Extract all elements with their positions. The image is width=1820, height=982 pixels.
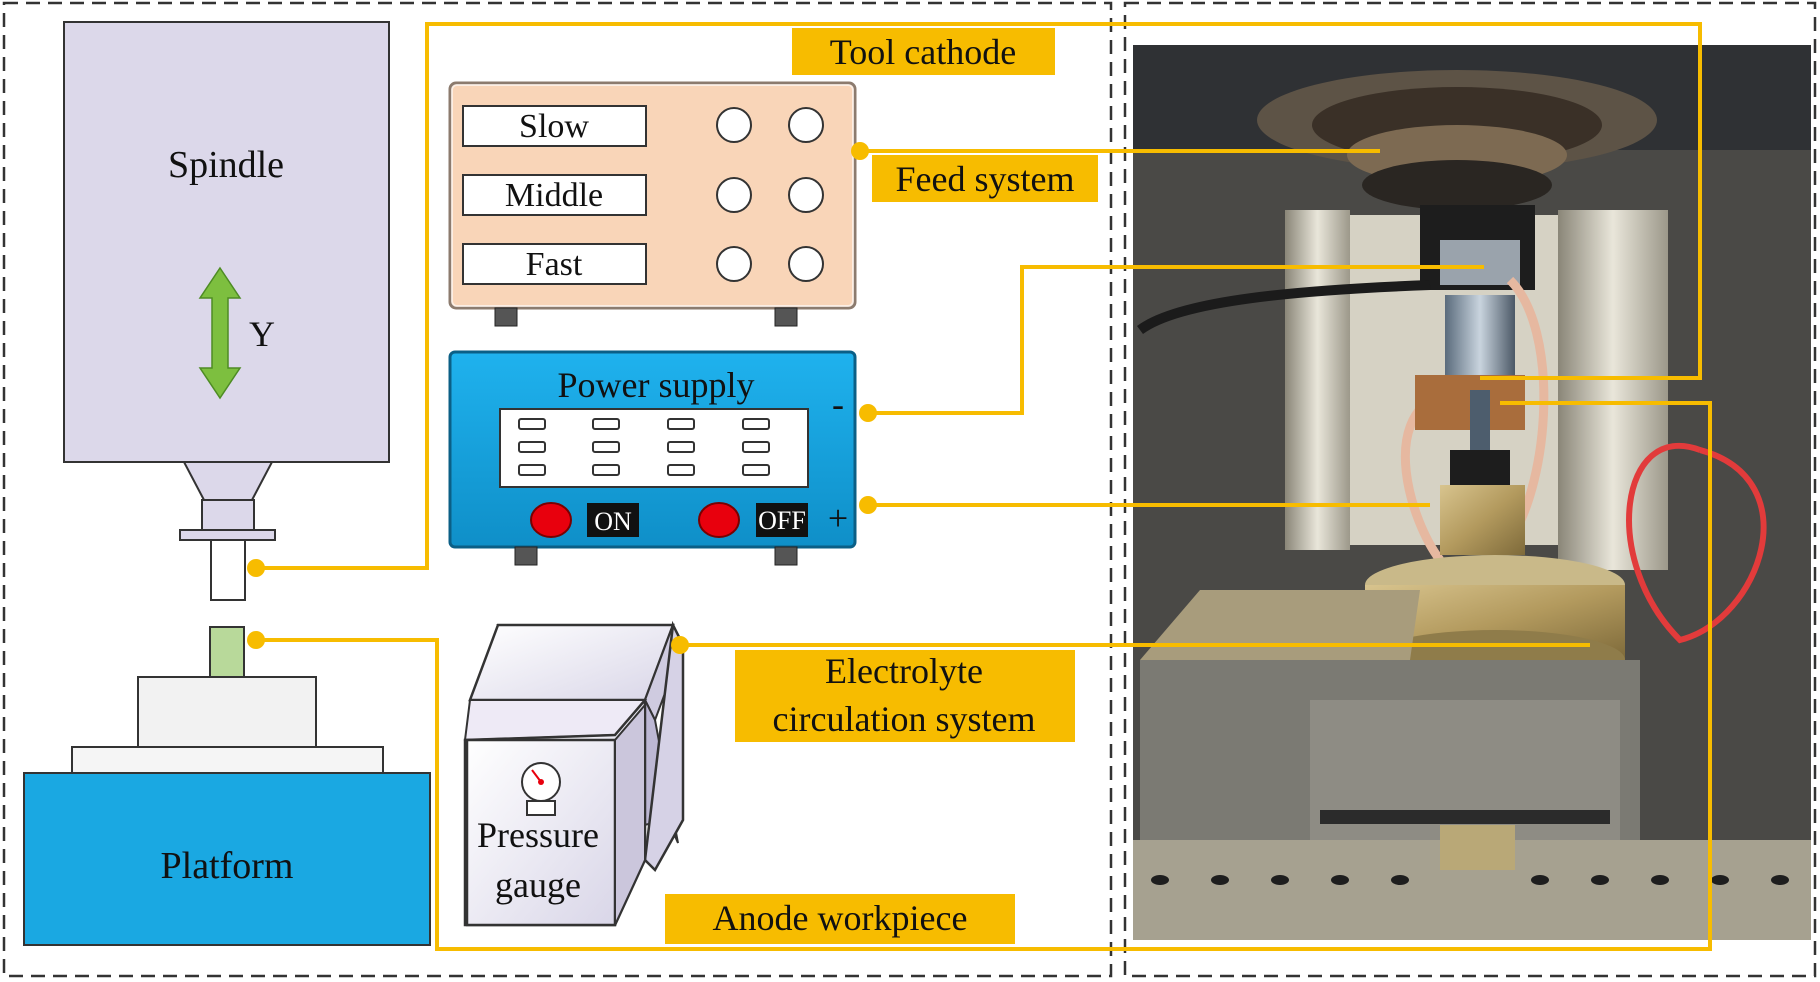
fixture-block <box>137 676 317 748</box>
feed-indicator-light <box>716 177 752 213</box>
on-button[interactable] <box>530 502 572 538</box>
power-supply-foot <box>774 546 798 566</box>
feed-indicator-light <box>788 177 824 213</box>
pressure-gauge-label-line2: gauge <box>495 865 581 905</box>
feed-indicator-light <box>788 107 824 143</box>
feed-panel-foot <box>774 307 798 327</box>
y-axis-label: Y <box>249 314 275 354</box>
feed-button-middle[interactable] <box>462 174 647 216</box>
negative-terminal-label: - <box>832 384 844 424</box>
spindle: Spindle Y <box>63 21 390 463</box>
off-label: OFF <box>758 506 806 535</box>
positive-terminal-label: + <box>828 498 848 538</box>
feed-panel: Slow Middle Fast <box>448 81 857 327</box>
feed-panel-foot <box>494 307 518 327</box>
feed-indicator-light <box>716 107 752 143</box>
feed-button-slow[interactable] <box>462 105 647 147</box>
callout-tool-cathode-text: Tool cathode <box>830 32 1016 72</box>
callout-feed-system-text: Feed system <box>896 159 1075 199</box>
pressure-gauge-label-line1: Pressure <box>477 815 599 855</box>
callout-electrolyte-text-line2: circulation system <box>773 699 1036 739</box>
callout-anode-workpiece: Anode workpiece <box>665 894 1015 944</box>
pressure-gauge-icon <box>521 762 561 816</box>
feed-button-middle-label: Middle <box>505 177 603 214</box>
on-label-box <box>587 503 639 537</box>
fixture-plate <box>71 746 384 774</box>
spindle-label: Spindle <box>168 144 284 186</box>
feed-indicator-light <box>716 246 752 282</box>
off-label-box <box>756 503 808 537</box>
left-frame <box>2 1 1113 978</box>
callout-feed-system: Feed system <box>872 155 1098 202</box>
power-supply-foot <box>514 546 538 566</box>
anode-workpiece-block <box>209 626 245 678</box>
feed-button-fast[interactable] <box>462 243 647 285</box>
feed-button-fast-label: Fast <box>526 246 583 283</box>
callout-tool-cathode: Tool cathode <box>792 28 1055 75</box>
right-frame <box>1123 1 1817 978</box>
electrolyte-tank: Pressure gauge <box>463 620 685 927</box>
feed-button-slow-label: Slow <box>519 108 589 145</box>
callout-electrolyte: Electrolyte circulation system <box>735 650 1075 742</box>
callout-anode-workpiece-text: Anode workpiece <box>713 898 968 938</box>
callout-lines <box>256 22 1712 951</box>
callout-dots <box>247 142 877 654</box>
tool-cathode-rod <box>210 539 246 601</box>
off-button[interactable] <box>698 502 740 538</box>
platform: Platform <box>23 772 431 946</box>
callout-electrolyte-text-line1: Electrolyte <box>825 651 983 691</box>
power-supply-title: Power supply <box>558 365 755 405</box>
power-supply: Power supply ON OFF - + <box>448 350 857 566</box>
y-axis-arrow-icon <box>198 266 242 400</box>
feed-indicator-light <box>788 246 824 282</box>
spindle-chuck <box>179 461 276 601</box>
platform-label: Platform <box>161 845 294 887</box>
on-label: ON <box>594 507 632 536</box>
